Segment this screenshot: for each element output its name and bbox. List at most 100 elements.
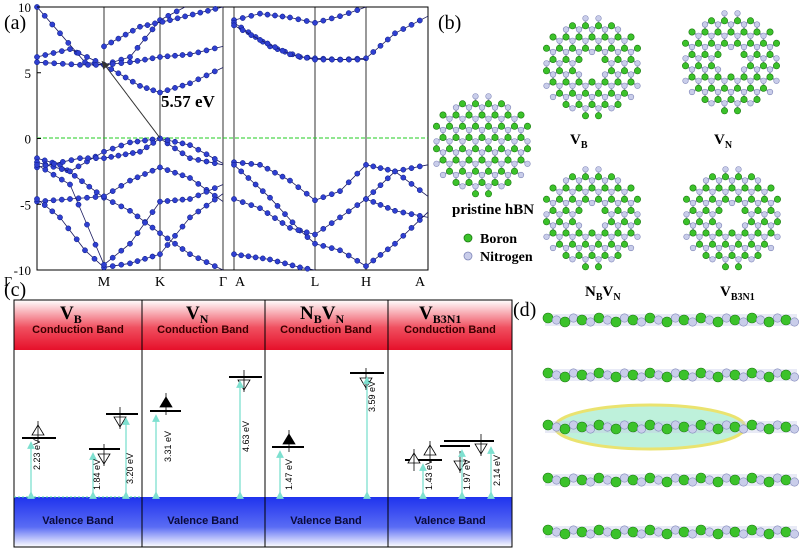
nitrogen-atom bbox=[755, 422, 765, 432]
nitrogen-atom bbox=[689, 199, 697, 207]
boron-atom bbox=[689, 229, 697, 237]
boron-atom bbox=[568, 173, 576, 181]
band-point bbox=[231, 196, 237, 202]
nitrogen-atom bbox=[601, 71, 609, 78]
band-point bbox=[179, 223, 186, 230]
boron-atom bbox=[746, 17, 754, 25]
band-point bbox=[248, 202, 255, 208]
boron-atom bbox=[767, 207, 775, 215]
boron-atom bbox=[715, 207, 723, 215]
nitrogen-atom bbox=[755, 370, 765, 380]
nitrogen-atom bbox=[459, 183, 466, 190]
band-point bbox=[392, 240, 398, 247]
nitrogen-atom bbox=[715, 244, 723, 252]
boron-atom bbox=[510, 122, 518, 130]
band-point bbox=[157, 198, 163, 205]
nitrogen-atom bbox=[439, 149, 447, 156]
boron-atom bbox=[478, 111, 486, 119]
band-point bbox=[134, 258, 141, 264]
nitrogen-atom bbox=[621, 60, 628, 67]
boron-atom bbox=[594, 263, 602, 271]
nitrogen-atom bbox=[602, 527, 612, 537]
boron-atom bbox=[562, 33, 570, 41]
band-point bbox=[384, 36, 391, 43]
band-point bbox=[118, 142, 125, 149]
boron-atom bbox=[588, 33, 596, 41]
band-point bbox=[345, 179, 352, 186]
nitrogen-atom bbox=[582, 233, 589, 240]
boron-atom bbox=[568, 89, 576, 97]
boron-atom bbox=[714, 28, 722, 36]
band-point bbox=[295, 227, 302, 233]
nitrogen-atom bbox=[670, 368, 680, 378]
boron-atom bbox=[568, 240, 576, 248]
boron-atom bbox=[614, 55, 622, 63]
band-point bbox=[34, 59, 40, 66]
nitrogen-atom bbox=[569, 60, 576, 67]
boron-atom bbox=[555, 240, 563, 248]
boron-atom bbox=[542, 195, 550, 203]
nitrogen-atom bbox=[772, 368, 782, 378]
boron-atom bbox=[581, 195, 589, 203]
boron-atom bbox=[702, 207, 710, 215]
band-point bbox=[109, 145, 116, 152]
nitrogen-atom bbox=[472, 138, 479, 145]
band-point bbox=[179, 140, 186, 147]
nitrogen-atom bbox=[741, 199, 749, 207]
boron-atom bbox=[517, 134, 525, 142]
band-point bbox=[134, 230, 141, 237]
nitrogen-atom bbox=[556, 82, 563, 89]
nitrogen-atom bbox=[696, 188, 703, 195]
band-point bbox=[205, 7, 211, 14]
band-point bbox=[303, 229, 310, 236]
nitrogen-atom bbox=[627, 199, 635, 207]
boron-atom bbox=[504, 156, 512, 164]
boron-atom bbox=[681, 62, 689, 70]
nitrogen-atom bbox=[517, 171, 525, 179]
nitrogen-atom bbox=[709, 188, 716, 195]
boron-atom bbox=[772, 62, 780, 70]
band-point bbox=[287, 14, 293, 21]
nitrogen-atom bbox=[459, 138, 466, 145]
band-point bbox=[142, 35, 148, 42]
nitrogen-atom bbox=[569, 211, 576, 218]
boron-atom bbox=[620, 44, 628, 52]
band-point bbox=[303, 18, 310, 24]
band-point bbox=[127, 260, 133, 267]
boron-atom bbox=[568, 218, 576, 226]
band-point bbox=[137, 148, 143, 155]
nitrogen-atom bbox=[653, 475, 663, 485]
nitrogen-atom bbox=[789, 529, 799, 539]
band-point bbox=[320, 17, 327, 24]
nitrogen-atom bbox=[704, 422, 714, 432]
band-point bbox=[164, 87, 171, 94]
band-point bbox=[328, 245, 335, 251]
nitrogen-atom bbox=[753, 88, 761, 96]
nitrogen-atom bbox=[582, 82, 589, 89]
band-point bbox=[272, 44, 278, 50]
nitrogen-atom bbox=[601, 177, 609, 184]
cb-label-4: Conduction Band bbox=[404, 324, 496, 336]
boron-atom bbox=[746, 312, 758, 324]
band-point bbox=[239, 160, 246, 166]
band-point bbox=[312, 56, 318, 63]
label-nbvn: NBVN bbox=[585, 284, 621, 303]
nitrogen-atom bbox=[588, 177, 596, 184]
nitrogen-atom bbox=[478, 126, 486, 134]
boron-atom bbox=[661, 316, 673, 328]
band-point bbox=[42, 166, 49, 173]
boron-atom bbox=[721, 173, 729, 181]
nitrogen-atom bbox=[595, 105, 602, 112]
nitrogen-atom bbox=[562, 93, 570, 101]
band-point bbox=[187, 51, 193, 58]
boron-atom bbox=[760, 240, 768, 248]
boron-atom bbox=[780, 314, 792, 326]
band-point bbox=[157, 89, 163, 96]
boron-atom bbox=[714, 96, 722, 104]
band-point bbox=[179, 82, 186, 89]
nitrogen-atom bbox=[491, 126, 499, 134]
boron-atom bbox=[729, 369, 741, 381]
boron-atom bbox=[465, 111, 473, 119]
nitrogen-atom bbox=[627, 48, 635, 56]
